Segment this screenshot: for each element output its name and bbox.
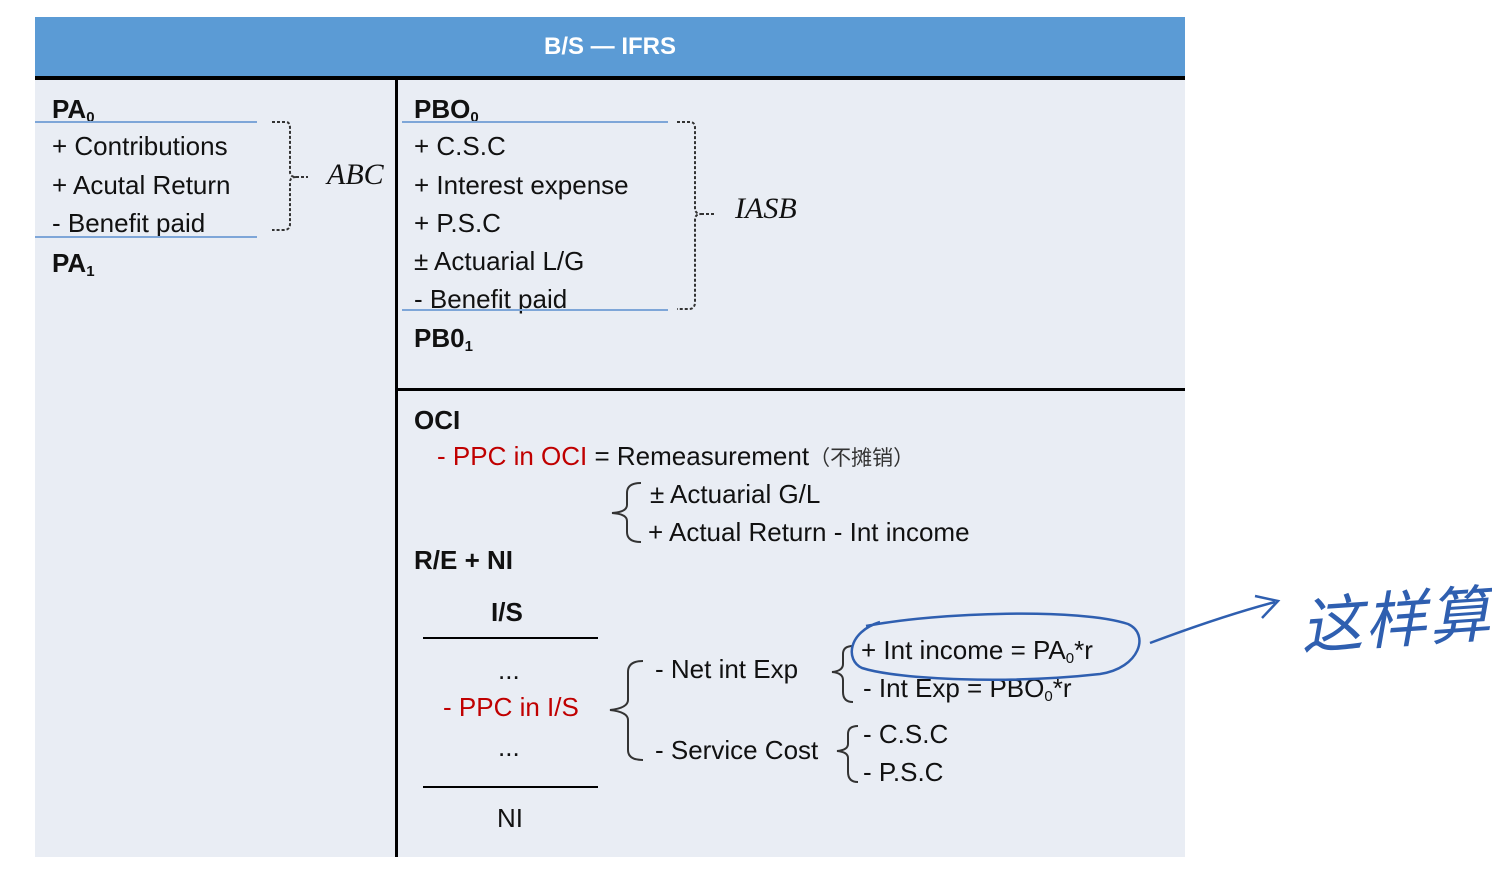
- oci-item-actuarial-gl: ± Actuarial G/L: [650, 479, 821, 509]
- is-dots-bottom: ...: [498, 732, 520, 762]
- pa-item-actual-return: + Acutal Return: [52, 170, 231, 200]
- re-title: R/E + NI: [414, 545, 513, 575]
- pa0-label: PA0: [52, 94, 95, 126]
- service-item-psc: - P.S.C: [863, 757, 944, 787]
- iasb-brace: [677, 121, 714, 310]
- net-int-brace: [831, 645, 854, 703]
- header-bar: B/S — IFRS: [35, 17, 1185, 76]
- pa1-underline: [35, 236, 257, 238]
- pbo-item-csc: + C.S.C: [414, 131, 506, 161]
- pbo1-underline: [402, 309, 668, 311]
- pbo-item-psc: + P.S.C: [414, 208, 501, 238]
- service-item-csc: - C.S.C: [863, 719, 949, 749]
- pbo0-underline: [402, 121, 668, 123]
- pa-item-contributions: + Contributions: [52, 131, 228, 161]
- oci-title: OCI: [414, 405, 461, 435]
- header-bottom-rule: [35, 76, 1185, 80]
- service-cost-brace: [836, 725, 859, 783]
- ppc-in-oci: - PPC in OCI: [437, 441, 588, 471]
- is-title: I/S: [491, 597, 523, 627]
- net-int-exp: - Net int Exp: [655, 654, 799, 684]
- is-dots-top: ...: [498, 655, 520, 685]
- abc-label: ABC: [327, 158, 384, 191]
- is-main-brace: [609, 660, 644, 761]
- is-ni: NI: [497, 803, 523, 833]
- oci-brace: [611, 482, 642, 543]
- int-income-line: + Int income = PA0*r: [861, 635, 1093, 667]
- pbo0-label: PBO0: [414, 94, 479, 126]
- not-amortized-note: （不摊销）: [809, 447, 915, 470]
- pbo-item-interest-expense: + Interest expense: [414, 170, 629, 200]
- abc-brace: [272, 121, 308, 231]
- diagram-panel: [35, 17, 1185, 857]
- service-cost: - Service Cost: [655, 735, 819, 765]
- ppc-in-is: - PPC in I/S: [443, 692, 579, 722]
- pa-item-benefit-paid: - Benefit paid: [52, 208, 206, 238]
- oci-item-actual-return: + Actual Return - Int income: [648, 517, 970, 547]
- pa1-label: PA1: [52, 248, 95, 280]
- pa0-underline: [35, 121, 257, 123]
- is-bottom-rule: [423, 786, 598, 788]
- iasb-label: IASB: [735, 192, 797, 225]
- section-divider: [398, 388, 1185, 391]
- pbo1-label: PB01: [414, 323, 473, 355]
- header-title: B/S — IFRS: [543, 32, 676, 60]
- oci-remeasurement-line: - PPC in OCI = Remeasurement（不摊销）: [437, 441, 914, 474]
- pbo-item-actuarial-lg: ± Actuarial L/G: [414, 246, 585, 276]
- column-divider: [395, 80, 398, 857]
- int-income-circle: [850, 612, 1141, 681]
- is-top-rule: [423, 637, 598, 639]
- note-arrow: [1149, 594, 1281, 645]
- remeasurement-text: = Remeasurement: [587, 441, 810, 471]
